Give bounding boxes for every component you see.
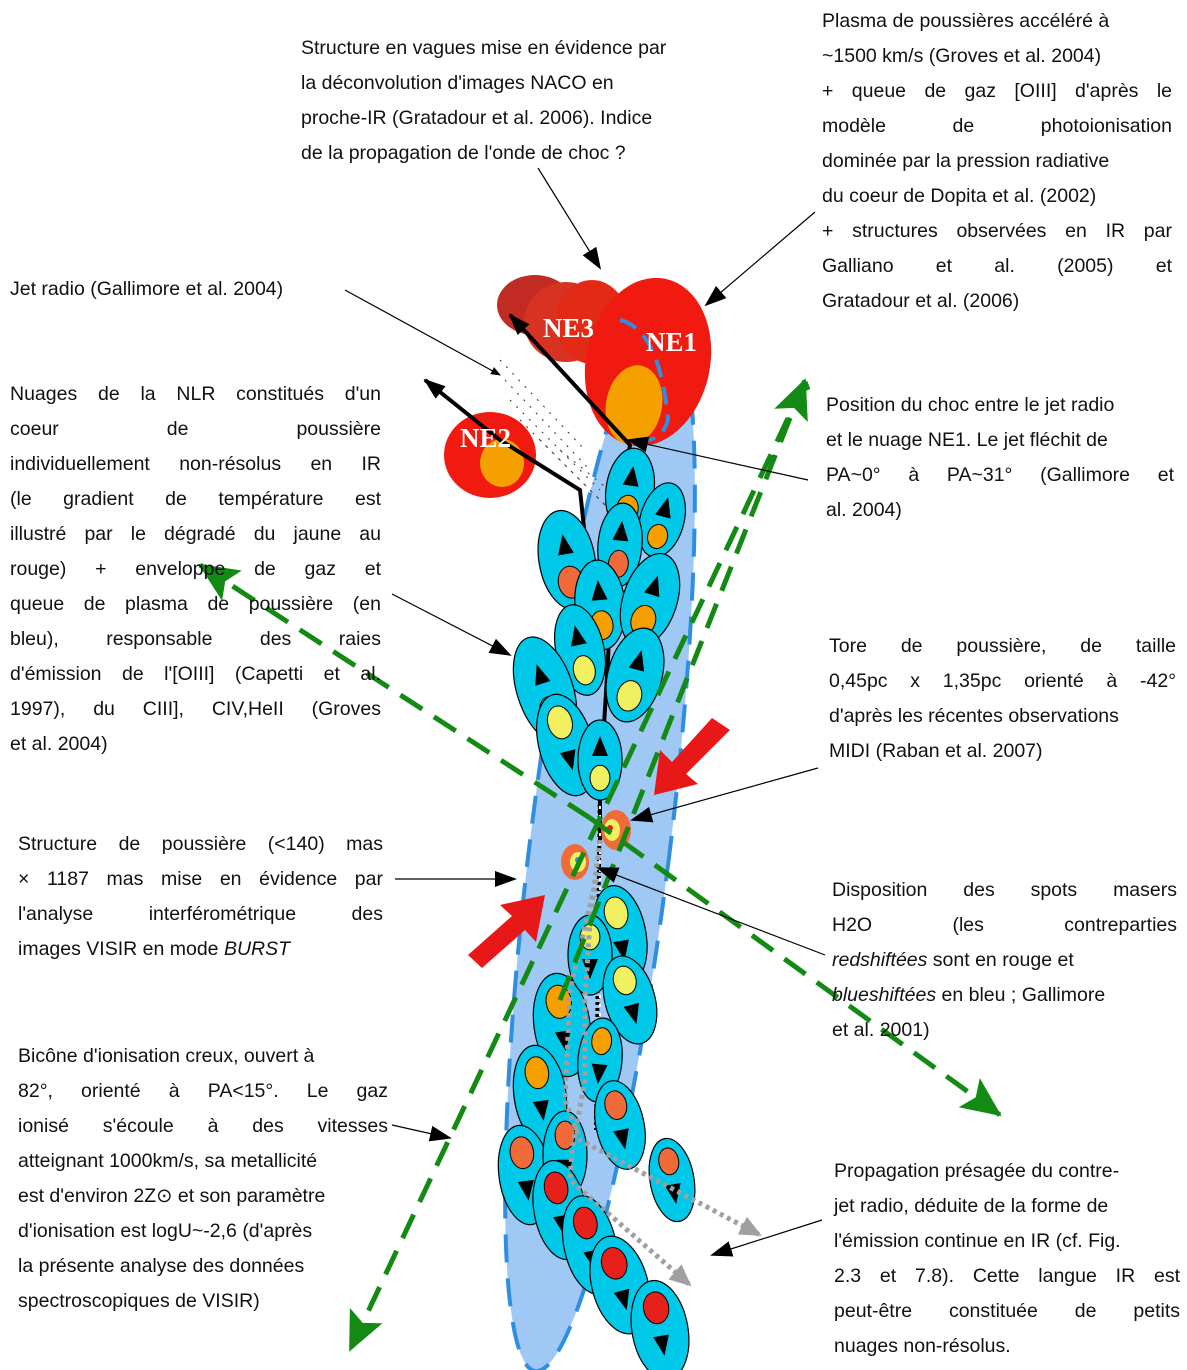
annotation-masers: Disposition des spots masers H2O (les co…	[832, 873, 1177, 1048]
annotation-torus: Tore de poussière, de taille 0,45pc x 1,…	[829, 629, 1176, 769]
annotation-dust-structure: Structure de poussière (<140) mas × 1187…	[18, 827, 383, 967]
label-ne1: NE1	[646, 327, 697, 357]
label-ne3: NE3	[543, 313, 594, 343]
annotation-counterjet: Propagation présagée du contre- jet radi…	[834, 1154, 1180, 1364]
label-ne2: NE2	[460, 423, 511, 453]
annotation-jet: Jet radio (Gallimore et al. 2004)	[10, 272, 283, 307]
annotation-bicone: Bicône d'ionisation creux, ouvert à 82°,…	[18, 1039, 388, 1319]
annotation-waves: Structure en vagues mise en évidence par…	[301, 31, 761, 171]
annotation-nlr: Nuages de la NLR constitués d'un coeur d…	[10, 377, 381, 762]
annotation-plasma: Plasma de poussières accéléré à ~1500 km…	[822, 4, 1172, 319]
annotation-shock: Position du choc entre le jet radio et l…	[826, 388, 1174, 528]
